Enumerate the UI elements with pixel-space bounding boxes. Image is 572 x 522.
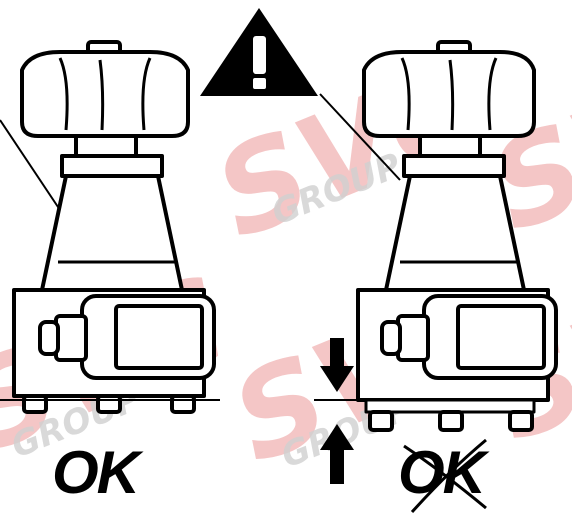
warning-triangle-icon xyxy=(200,8,318,96)
arrow-down-icon xyxy=(320,338,354,392)
cross-out-icon xyxy=(403,438,487,514)
status-label-not-ok: OK xyxy=(398,439,486,506)
arrow-up-icon xyxy=(320,424,354,484)
status-label-ok: OK xyxy=(52,439,140,506)
valve-left xyxy=(0,40,220,414)
valve-right xyxy=(319,40,558,432)
